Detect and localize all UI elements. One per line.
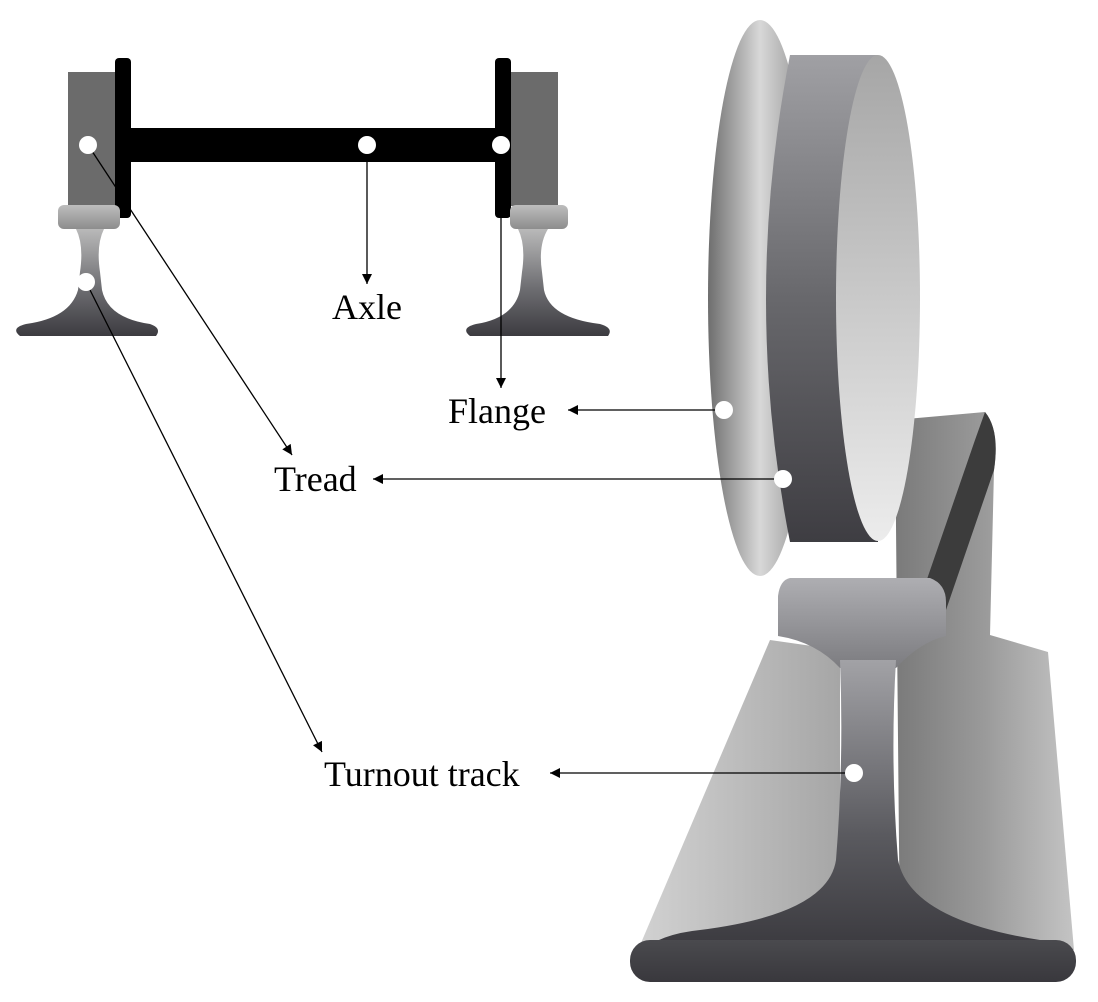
flange-marker-big [715, 401, 733, 419]
wheelset-group [16, 58, 610, 336]
flange-label: Flange [448, 391, 546, 431]
turnout-marker-big [845, 764, 863, 782]
left-small-rail [16, 205, 159, 336]
turnout-leader-small [85, 281, 323, 753]
left-flange-bar [115, 58, 131, 218]
tread-marker-small [79, 136, 97, 154]
switch-rail-dark-edge [925, 412, 996, 610]
big-wheel-face [836, 55, 920, 541]
right-small-rail [466, 205, 610, 336]
big-rail-head [778, 578, 946, 668]
tread-leader-small [87, 144, 293, 456]
big-rail-base [630, 940, 1076, 982]
axle-label: Axle [332, 287, 402, 327]
tread-label: Tread [274, 459, 357, 499]
tread-marker-big [774, 470, 792, 488]
turnout-track-label: Turnout track [324, 754, 520, 794]
flange-marker-small [492, 136, 510, 154]
right-wheel-block [508, 72, 558, 206]
big-rail-web [640, 660, 1070, 952]
rail-side-wedge-left [638, 640, 840, 950]
turnout-marker-small [77, 273, 95, 291]
leader-lines [85, 144, 854, 778]
axle-bar [122, 128, 504, 162]
big-assembly [630, 20, 1076, 982]
axle-marker [358, 136, 376, 154]
marker-dots [77, 136, 863, 782]
